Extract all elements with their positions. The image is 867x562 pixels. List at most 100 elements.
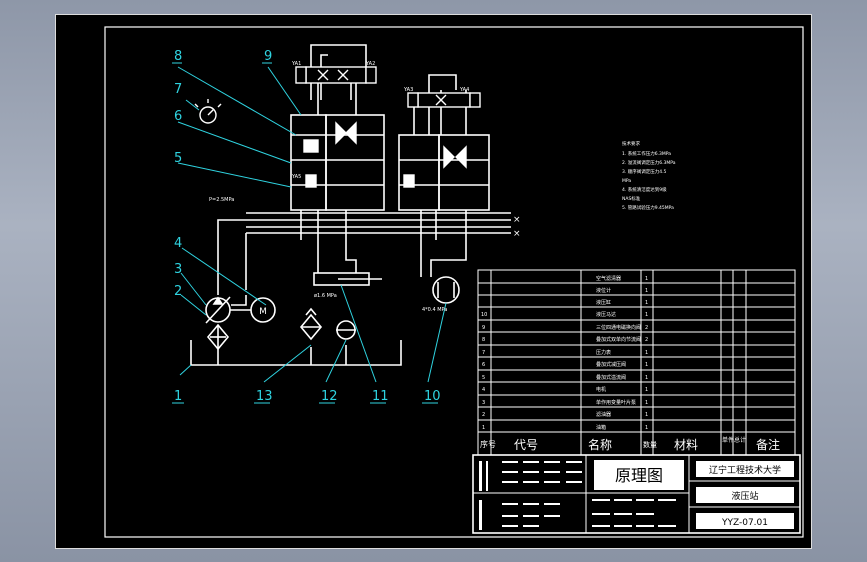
bom-qty: 1 [645, 412, 648, 418]
bom-num: 2 [482, 412, 485, 418]
notes-title: 技术要求 [622, 140, 640, 147]
valve-label-ya5: YA5 [291, 174, 301, 180]
callout-1: 1 [174, 389, 182, 404]
bom-num: 9 [482, 325, 485, 331]
callout-underlines [172, 62, 438, 404]
hydraulic-motor [432, 276, 460, 304]
drawing-name-box [594, 460, 684, 490]
bom-num: 5 [482, 375, 485, 381]
bom-num: 8 [482, 337, 485, 343]
note-line: 3. 顺序阀调定压力4.5 [622, 168, 667, 175]
valve-label-ya4: YA4 [459, 87, 469, 93]
header-total-weight: 总计 [734, 436, 746, 444]
callout-13: 13 [256, 389, 273, 404]
throttle-check-valves [303, 121, 467, 188]
bom-qty: 1 [645, 350, 648, 356]
callout-5: 5 [174, 151, 182, 166]
valve-label-ya3: YA3 [403, 87, 413, 93]
tank-accessories [299, 307, 356, 341]
bom-qty: 1 [645, 375, 648, 381]
bom-num: 1 [482, 425, 485, 431]
pressure-gauge [194, 99, 222, 124]
note-line: 5. 管路试验压力9.45MPa [622, 204, 674, 211]
bom-num: 3 [482, 400, 485, 406]
hydraulic-cylinder [313, 272, 382, 286]
callout-10: 10 [424, 389, 441, 404]
header-material: 材料 [674, 438, 698, 452]
bom-name: 三位四通电磁换向阀 [596, 324, 641, 331]
callout-8: 8 [174, 49, 182, 64]
circuit-lines [190, 44, 511, 366]
bom-name: 电机 [596, 386, 606, 393]
pump-note: 4*0.4 MPa [422, 307, 447, 313]
subtitle-box [696, 487, 794, 503]
drawing-no-box [696, 513, 794, 529]
header-unit-weight: 单件 [722, 436, 734, 444]
callout-12: 12 [321, 389, 338, 404]
bom-name: 叠加式溢流阀 [596, 374, 626, 381]
callout-2: 2 [174, 284, 182, 299]
note-line: 4. 系统清洁度达到9级 [622, 186, 667, 193]
bom-name: 压力表 [596, 349, 611, 356]
svg-text:×: × [513, 229, 521, 239]
valve-label-ya2: YA2 [365, 61, 375, 67]
title-block-fields [479, 461, 676, 530]
bom-qty: 2 [645, 325, 648, 331]
bom-name: 油箱 [596, 424, 606, 431]
callout-7: 7 [174, 82, 182, 97]
header-num: 序号 [480, 439, 496, 449]
bom-name: 滤油器 [596, 411, 611, 418]
bom-qty: 1 [645, 400, 648, 406]
directional-valve-1 [295, 66, 377, 84]
bom-num: 6 [482, 362, 485, 368]
note-line: 2. 溢流阀调定压力6.3MPa [622, 159, 676, 166]
school-name: 辽宁工程技术大学 [709, 464, 781, 476]
drawing-name: 原理图 [615, 466, 663, 485]
bom-grid [477, 269, 796, 456]
bom-qty: 1 [645, 387, 648, 393]
title-block-grid [472, 454, 801, 534]
drawing-frame: M 8 9 7 6 5 4 3 [55, 14, 812, 549]
technical-notes: 技术要求 1. 系统工作压力6.3MPa 2. 溢流阀调定压力6.3MPa 3.… [622, 140, 676, 211]
bom-qty: 1 [645, 300, 648, 306]
bom-qty: 1 [645, 425, 648, 431]
bom-num: 4 [482, 387, 485, 393]
note-line: NAS标准 [622, 195, 641, 202]
bom-name: 叠加式双单向节流阀 [596, 336, 641, 343]
bus-end-markers: × × [513, 215, 521, 239]
bom-name: 液压马达 [596, 311, 616, 318]
bom-qty: 2 [645, 337, 648, 343]
header-name: 名称 [588, 437, 612, 452]
callout-numbers: 8 9 7 6 5 4 3 2 1 13 12 11 10 [174, 49, 441, 404]
gauge-pressure-label: P=2.5MPa [209, 197, 234, 203]
bom-qty: 1 [645, 276, 648, 282]
bom-qty: 1 [645, 362, 648, 368]
bom-name: 叠加式减压阀 [596, 361, 626, 368]
note-line: MPa [622, 178, 631, 184]
inner-border [104, 26, 804, 538]
pump-motor-unit [205, 296, 276, 351]
header-code: 代号 [514, 438, 538, 452]
drawing-number: YYZ-07.01 [721, 518, 768, 528]
valve-labels: YA1 YA2 YA3 YA4 YA5 [291, 61, 469, 180]
callout-3: 3 [174, 262, 182, 277]
motor-symbol: M [259, 307, 267, 317]
bom-rows: 空气滤清器 1 液位计 1 液压缸 1 10 液压马达 1 9 三位四通电磁换向… [481, 275, 648, 431]
bom-qty: 1 [645, 288, 648, 294]
side-labels: P=2.5MPa ø1.6 MPa 4*0.4 MPa [209, 197, 447, 313]
bom-num: 7 [482, 350, 485, 356]
header-qty: 数量 [643, 440, 657, 449]
directional-valve-2 [407, 92, 481, 108]
callout-9: 9 [264, 49, 272, 64]
svg-text:×: × [513, 215, 521, 225]
bom-name: 液压缸 [596, 299, 611, 306]
school-box [696, 461, 794, 477]
cylinder-note: ø1.6 MPa [314, 293, 337, 299]
bom-header: 序号 代号 名称 数量 材料 单件 总计 备注 [480, 436, 780, 452]
bom-name: 空气滤清器 [596, 275, 621, 282]
callout-4: 4 [174, 236, 182, 251]
bom-name: 单作用变量叶片泵 [596, 399, 636, 406]
bom-qty: 1 [645, 312, 648, 318]
bom-name: 液位计 [596, 287, 611, 294]
subtitle: 液压站 [731, 490, 758, 502]
